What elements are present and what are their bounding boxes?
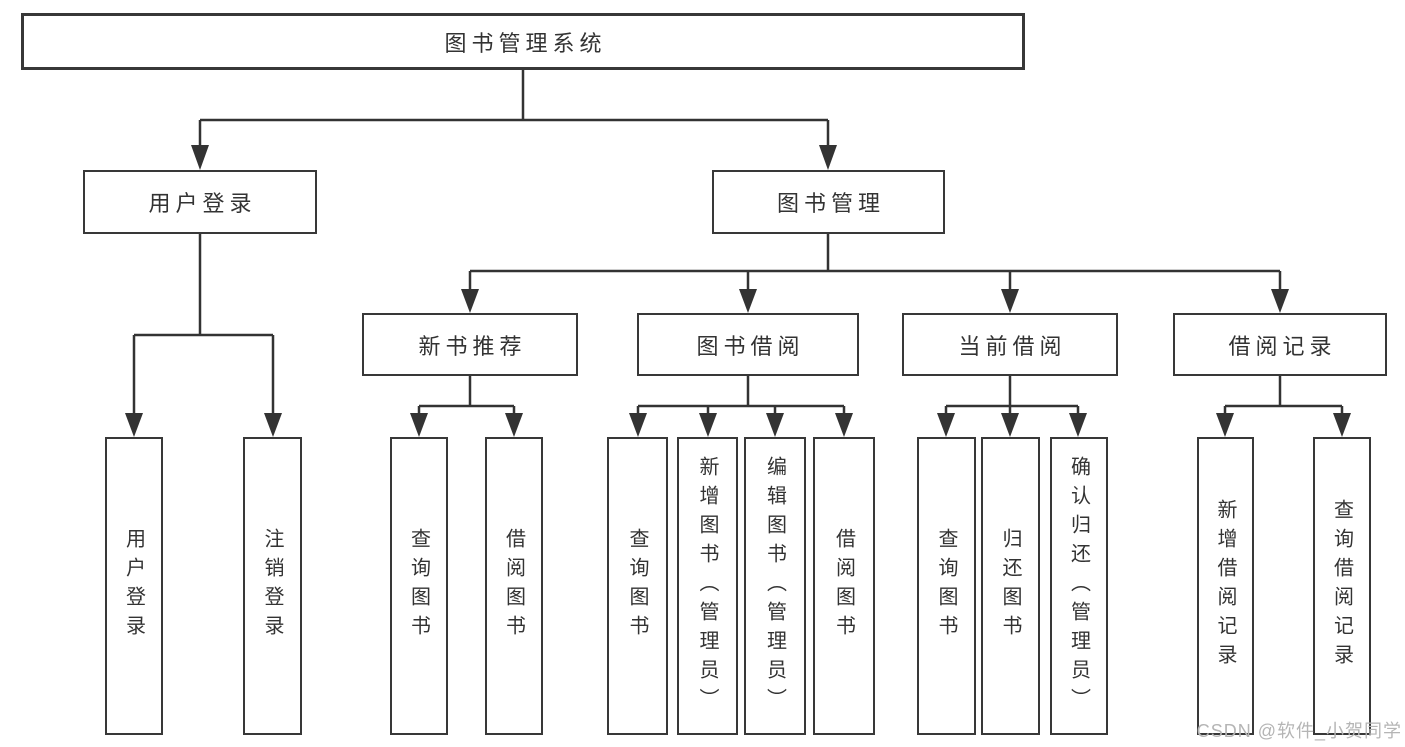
leaf-edit-books-admin: 编辑图书（管理员） — [744, 437, 806, 735]
leaf-borrow-books-borrowing: 借阅图书 — [813, 437, 875, 735]
node-library-management-system: 图书管理系统 — [21, 13, 1025, 70]
node-current-borrowing: 当前借阅 — [902, 313, 1118, 376]
node-label: 查询图书 — [935, 528, 957, 644]
node-borrowing-records: 借阅记录 — [1173, 313, 1387, 376]
node-user-login: 用户登录 — [83, 170, 317, 234]
leaf-borrow-books-newrec: 借阅图书 — [485, 437, 543, 735]
node-label: 图书管理系统 — [444, 30, 607, 56]
node-label: 新增图书（管理员） — [696, 455, 718, 717]
node-label: 查询图书 — [626, 528, 648, 644]
node-label: 借阅记录 — [1228, 333, 1337, 359]
node-label: 用户登录 — [122, 528, 145, 644]
node-label: 查询借阅记录 — [1330, 499, 1353, 673]
leaf-return-books: 归还图书 — [981, 437, 1040, 735]
leaf-confirm-return-admin: 确认归还（管理员） — [1050, 437, 1108, 735]
node-label: 注销登录 — [261, 528, 283, 644]
leaf-search-borrow-record: 查询借阅记录 — [1313, 437, 1371, 735]
leaf-search-books-borrowing: 查询图书 — [607, 437, 668, 735]
leaf-search-books-current: 查询图书 — [917, 437, 976, 735]
node-label: 归还图书 — [999, 528, 1021, 644]
csdn-watermark: CSDN @软件_小贺同学 — [1196, 721, 1402, 741]
node-label: 新书推荐 — [418, 333, 527, 359]
leaf-search-books-newrec: 查询图书 — [390, 437, 448, 735]
node-book-borrowing: 图书借阅 — [637, 313, 859, 376]
leaf-add-books-admin: 新增图书（管理员） — [677, 437, 738, 735]
node-label: 当前借阅 — [958, 333, 1067, 359]
node-label: 图书借阅 — [696, 333, 805, 359]
arrowhead-icons — [125, 145, 1351, 437]
node-book-management: 图书管理 — [712, 170, 945, 234]
node-label: 图书管理 — [776, 191, 885, 216]
node-label: 查询图书 — [407, 528, 430, 644]
leaf-logout: 注销登录 — [243, 437, 302, 735]
node-label: 用户登录 — [148, 191, 257, 216]
node-new-book-recommendation: 新书推荐 — [362, 313, 578, 376]
node-label: 借阅图书 — [832, 528, 855, 644]
node-label: 确认归还（管理员） — [1067, 455, 1090, 717]
leaf-add-borrow-record: 新增借阅记录 — [1197, 437, 1254, 735]
leaf-user-login: 用户登录 — [105, 437, 163, 735]
node-label: 编辑图书（管理员） — [763, 455, 786, 717]
node-label: 借阅图书 — [502, 528, 525, 644]
node-label: 新增借阅记录 — [1214, 499, 1236, 673]
